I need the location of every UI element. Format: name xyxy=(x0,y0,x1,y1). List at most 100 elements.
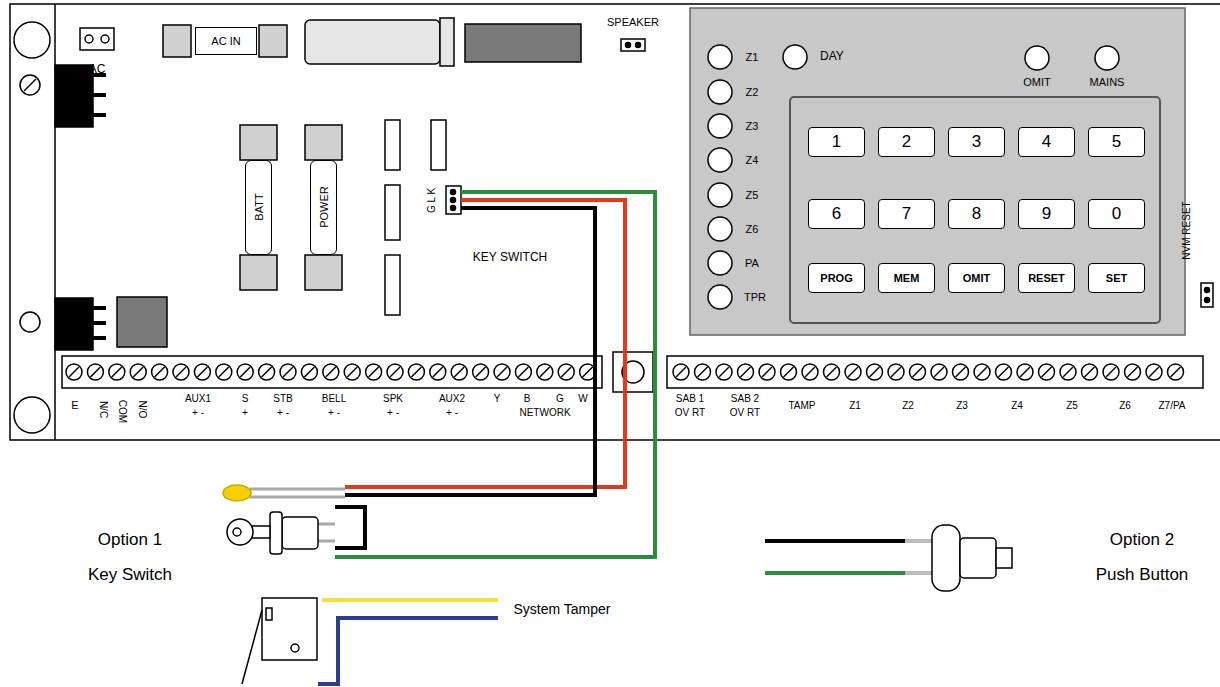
screw-slot xyxy=(90,367,100,377)
screw-slot xyxy=(827,367,837,377)
node-label: OMIT xyxy=(963,272,991,284)
board-label: COM xyxy=(118,399,129,422)
keypad-button: OMIT xyxy=(948,263,1005,293)
board-label: + - xyxy=(192,407,204,418)
keypad-button: 0 xyxy=(1088,199,1145,229)
capacitor xyxy=(305,20,440,64)
node-label: 4 xyxy=(1042,133,1051,152)
board-label: + - xyxy=(328,407,340,418)
terminal-screw xyxy=(558,364,574,380)
node-label: 1 xyxy=(832,133,841,152)
screw-slot xyxy=(283,367,293,377)
screw-slot xyxy=(112,367,122,377)
ac-jumper xyxy=(80,28,114,50)
screw-slot xyxy=(848,367,858,377)
tamper-switch xyxy=(242,598,498,684)
key-switch-header xyxy=(446,186,461,214)
screw-slot xyxy=(1085,367,1095,377)
screw-slot xyxy=(390,367,400,377)
keypad-button: RESET xyxy=(1018,263,1075,293)
board-label: NVM RESET xyxy=(1181,201,1192,259)
board-label: BELL xyxy=(322,393,346,404)
relay-slot xyxy=(385,120,400,170)
connector-box: AC IN xyxy=(195,27,257,55)
screw-slot xyxy=(805,367,815,377)
board-label: Z2 xyxy=(902,400,914,411)
keypad-button: MEM xyxy=(878,263,935,293)
option-label: Key Switch xyxy=(88,566,172,585)
keypad-button: 6 xyxy=(808,199,865,229)
board-label: G L K xyxy=(426,187,437,212)
terminal-screw xyxy=(237,364,253,380)
screw-slot xyxy=(999,367,1009,377)
terminal-screw xyxy=(280,364,296,380)
fuse: BATT xyxy=(245,160,272,255)
screw-slot xyxy=(698,367,708,377)
screw-slot xyxy=(1171,367,1181,377)
node-label: 2 xyxy=(902,133,911,152)
keypad-button: 8 xyxy=(948,199,1005,229)
board-label: Z4 xyxy=(746,154,759,166)
board-label: OV RT xyxy=(730,407,760,418)
green-wire xyxy=(335,192,655,557)
board-label: Z5 xyxy=(746,189,759,201)
screw-slot xyxy=(540,367,550,377)
board-label: SAB 2 xyxy=(731,393,759,404)
screw-slot xyxy=(155,367,165,377)
screw-slot xyxy=(326,367,336,377)
terminal-screw xyxy=(910,364,926,380)
board-label: Z1 xyxy=(849,400,861,411)
board-label: S xyxy=(242,393,249,404)
board-label: MAINS xyxy=(1090,76,1125,88)
node-label: 3 xyxy=(972,133,981,152)
board-label: Z5 xyxy=(1066,400,1078,411)
push-button xyxy=(765,525,1012,591)
terminal-screw xyxy=(451,364,467,380)
board-label: PA xyxy=(745,257,759,269)
screw-slot xyxy=(262,367,272,377)
screw-slot xyxy=(762,367,772,377)
screw-slot xyxy=(518,367,528,377)
terminal-screw xyxy=(673,364,689,380)
screw-slot xyxy=(676,367,686,377)
node-label: 7 xyxy=(902,205,911,224)
board-label: Z3 xyxy=(956,400,968,411)
screw-slot xyxy=(1149,367,1159,377)
board-label: Y xyxy=(494,393,501,404)
red-wire xyxy=(345,200,625,487)
terminal-screw xyxy=(1103,364,1119,380)
terminal-screw xyxy=(1125,364,1141,380)
board-label: E xyxy=(71,399,78,411)
fuse-cap xyxy=(305,125,342,160)
terminal-screw xyxy=(259,364,275,380)
board-label: SAB 1 xyxy=(676,393,704,404)
board-label: KEY SWITCH xyxy=(473,251,547,264)
board-label: N/C xyxy=(98,400,109,417)
board-label: NETWORK xyxy=(519,407,570,418)
terminal-screw xyxy=(738,364,754,380)
keypad-button: PROG xyxy=(808,263,865,293)
terminal-screw xyxy=(301,364,317,380)
board-label: B xyxy=(524,393,531,404)
screw-slot xyxy=(934,367,944,377)
terminal-screw xyxy=(695,364,711,380)
screw-slot xyxy=(304,367,314,377)
screw-slot xyxy=(240,367,250,377)
relay-slot xyxy=(431,120,446,170)
terminal-screw xyxy=(931,364,947,380)
terminal-screw xyxy=(87,364,103,380)
terminal-screw xyxy=(130,364,146,380)
keypad-button: 2 xyxy=(878,127,935,157)
black-wire xyxy=(335,507,365,548)
board-label: AUX1 xyxy=(185,393,211,404)
board-outline xyxy=(10,4,1220,440)
keypad-button: 1 xyxy=(808,127,865,157)
node-label: AC IN xyxy=(211,35,240,47)
board-label: SPK xyxy=(383,393,403,404)
terminal-screw xyxy=(537,364,553,380)
terminal-block xyxy=(62,356,602,388)
screw-slot xyxy=(784,367,794,377)
terminal-screw xyxy=(1060,364,1076,380)
terminal-screw xyxy=(173,364,189,380)
